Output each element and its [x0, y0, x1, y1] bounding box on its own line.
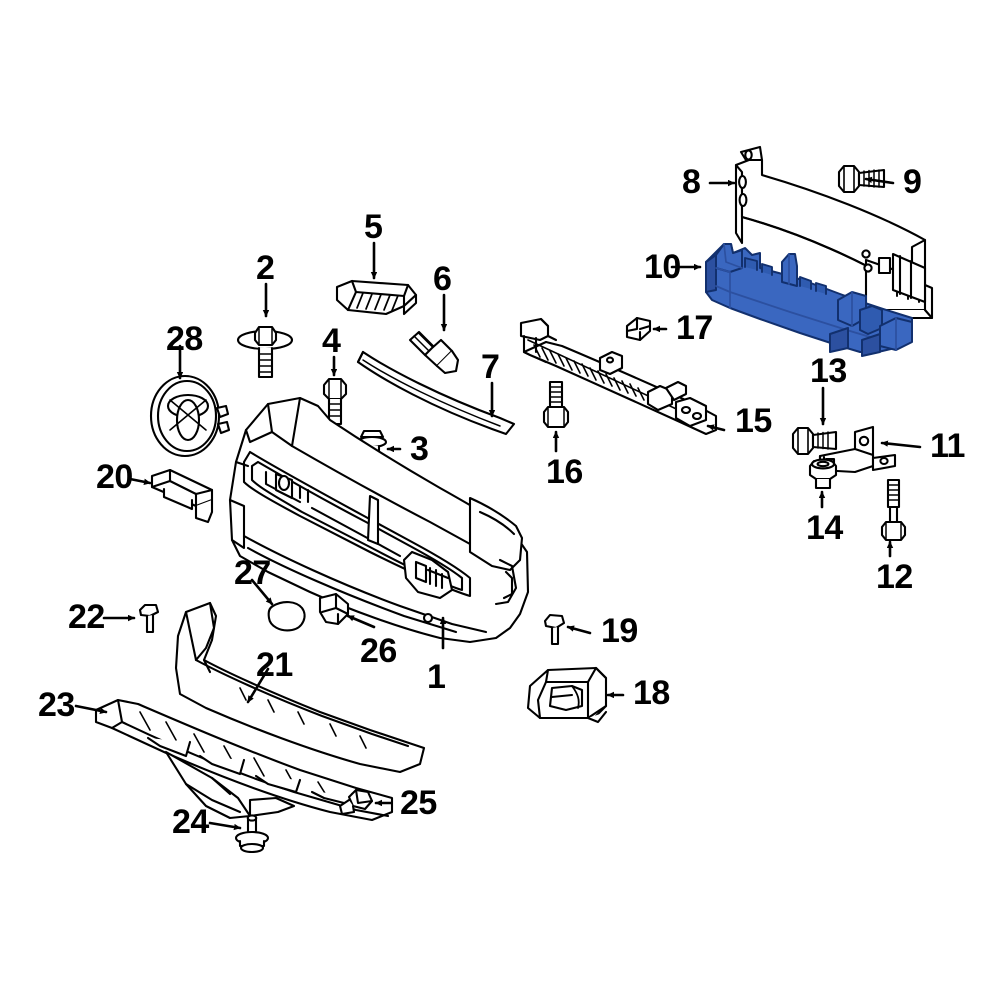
part-radiator-support-seal — [519, 317, 718, 436]
part-absorber-bolt — [791, 426, 838, 456]
part-bezel-retainer-pin — [543, 613, 566, 646]
part-valance-screw-grommet — [338, 788, 374, 816]
callout-24[interactable]: 24 — [172, 803, 209, 841]
part-valance-push-pin — [138, 603, 160, 634]
callout-21[interactable]: 21 — [256, 646, 293, 684]
part-upper-bumper-molding-strip — [356, 350, 516, 436]
part-bracket-bolt-long — [880, 478, 907, 542]
part-absorber-retainer-clip — [625, 316, 652, 342]
part-license-plate-bracket — [150, 468, 214, 524]
part-bumper-energy-absorber — [705, 243, 913, 357]
callout-5[interactable]: 5 — [364, 208, 383, 246]
part-collar-grommet — [808, 458, 838, 490]
callout-3[interactable]: 3 — [410, 430, 429, 468]
part-hex-flange-bolt-small — [322, 377, 348, 426]
part-valance-clip-rivet — [234, 814, 270, 854]
part-side-support-bracket — [318, 592, 350, 626]
callout-2[interactable]: 2 — [256, 249, 275, 287]
part-fog-light-bezel-cover — [526, 666, 608, 724]
callout-23[interactable]: 23 — [38, 686, 75, 724]
callout-14[interactable]: 14 — [806, 509, 843, 547]
part-hex-flange-bolt-long — [408, 330, 460, 375]
callout-9[interactable]: 9 — [903, 163, 922, 201]
callout-8[interactable]: 8 — [682, 163, 701, 201]
callout-12[interactable]: 12 — [876, 558, 913, 596]
callout-25[interactable]: 25 — [400, 784, 437, 822]
part-grille-vent-insert — [335, 279, 418, 316]
callout-11[interactable]: 11 — [930, 427, 965, 465]
callout-22[interactable]: 22 — [68, 598, 105, 636]
callout-7[interactable]: 7 — [481, 348, 500, 386]
callout-13[interactable]: 13 — [810, 352, 847, 390]
callout-4[interactable]: 4 — [322, 322, 341, 360]
callout-17[interactable]: 17 — [676, 309, 713, 347]
callout-20[interactable]: 20 — [96, 458, 133, 496]
callout-16[interactable]: 16 — [546, 453, 583, 491]
callout-27[interactable]: 27 — [234, 554, 271, 592]
callout-28[interactable]: 28 — [166, 320, 203, 358]
part-reinforcement-bolt — [837, 164, 886, 194]
part-toyota-emblem-badge — [149, 374, 231, 458]
part-lower-valance-spoiler — [94, 601, 426, 822]
part-front-bumper-cover — [228, 396, 530, 644]
callout-6[interactable]: 6 — [433, 260, 452, 298]
part-tow-hook-cover-cap — [267, 601, 306, 632]
callout-26[interactable]: 26 — [360, 632, 397, 670]
callout-leader-lines — [74, 176, 922, 831]
callout-15[interactable]: 15 — [735, 402, 772, 440]
callout-18[interactable]: 18 — [633, 674, 670, 712]
part-bumper-cover-bolt-washer — [236, 325, 294, 379]
part-seal-mounting-bolt — [542, 380, 570, 429]
callout-1[interactable]: 1 — [427, 658, 446, 696]
callout-10[interactable]: 10 — [644, 248, 681, 286]
callout-19[interactable]: 19 — [601, 612, 638, 650]
